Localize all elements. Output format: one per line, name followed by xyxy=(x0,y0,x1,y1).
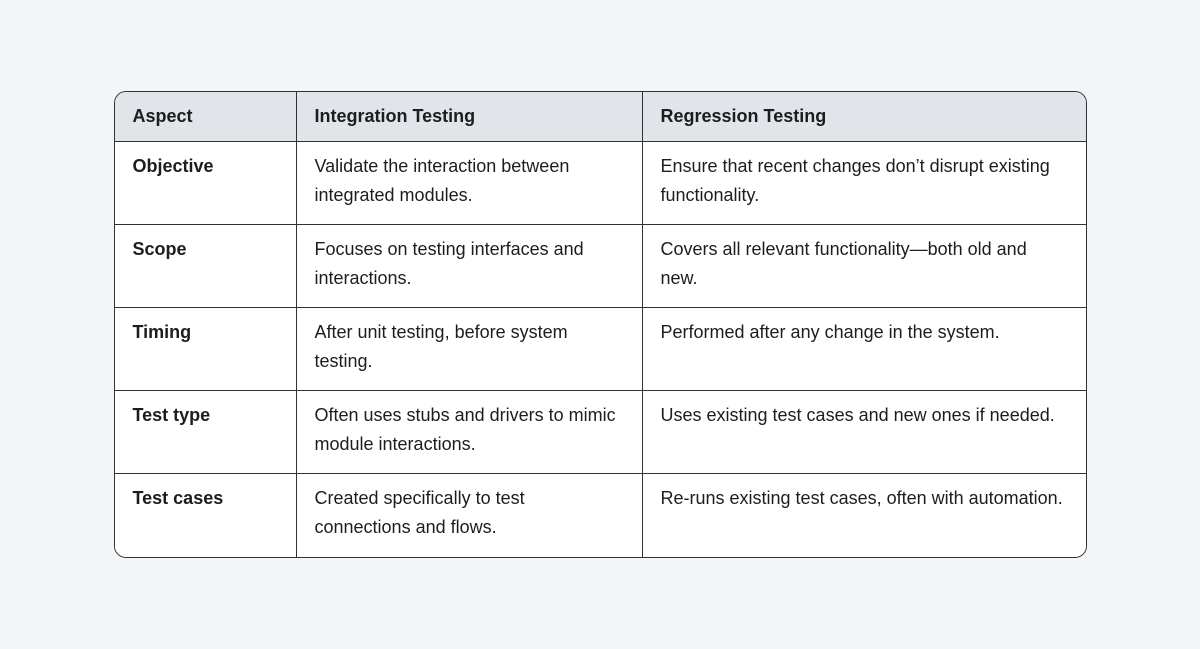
table-row: Test cases Created specifically to test … xyxy=(114,474,1086,557)
aspect-cell: Test cases xyxy=(114,474,297,557)
aspect-cell: Test type xyxy=(114,391,297,474)
integration-cell: After unit testing, before system testin… xyxy=(296,308,643,391)
aspect-cell: Objective xyxy=(114,142,297,225)
regression-cell: Performed after any change in the system… xyxy=(642,308,1086,391)
regression-cell: Ensure that recent changes don’t disrupt… xyxy=(642,142,1086,225)
comparison-table: Aspect Integration Testing Regression Te… xyxy=(113,91,1087,558)
regression-cell: Uses existing test cases and new ones if… xyxy=(642,391,1086,474)
table-row: Test type Often uses stubs and drivers t… xyxy=(114,391,1086,474)
regression-cell: Covers all relevant functionality—both o… xyxy=(642,225,1086,308)
integration-cell: Created specifically to test connections… xyxy=(296,474,643,557)
aspect-cell: Scope xyxy=(114,225,297,308)
aspect-cell: Timing xyxy=(114,308,297,391)
column-header-integration-testing: Integration Testing xyxy=(296,92,643,142)
regression-cell: Re-runs existing test cases, often with … xyxy=(642,474,1086,557)
integration-cell: Validate the interaction between integra… xyxy=(296,142,643,225)
table-row: Scope Focuses on testing interfaces and … xyxy=(114,225,1086,308)
table-row: Timing After unit testing, before system… xyxy=(114,308,1086,391)
table-row: Objective Validate the interaction betwe… xyxy=(114,142,1086,225)
column-header-regression-testing: Regression Testing xyxy=(642,92,1086,142)
column-header-aspect: Aspect xyxy=(114,92,297,142)
integration-cell: Focuses on testing interfaces and intera… xyxy=(296,225,643,308)
integration-cell: Often uses stubs and drivers to mimic mo… xyxy=(296,391,643,474)
table-header-row: Aspect Integration Testing Regression Te… xyxy=(114,92,1086,142)
